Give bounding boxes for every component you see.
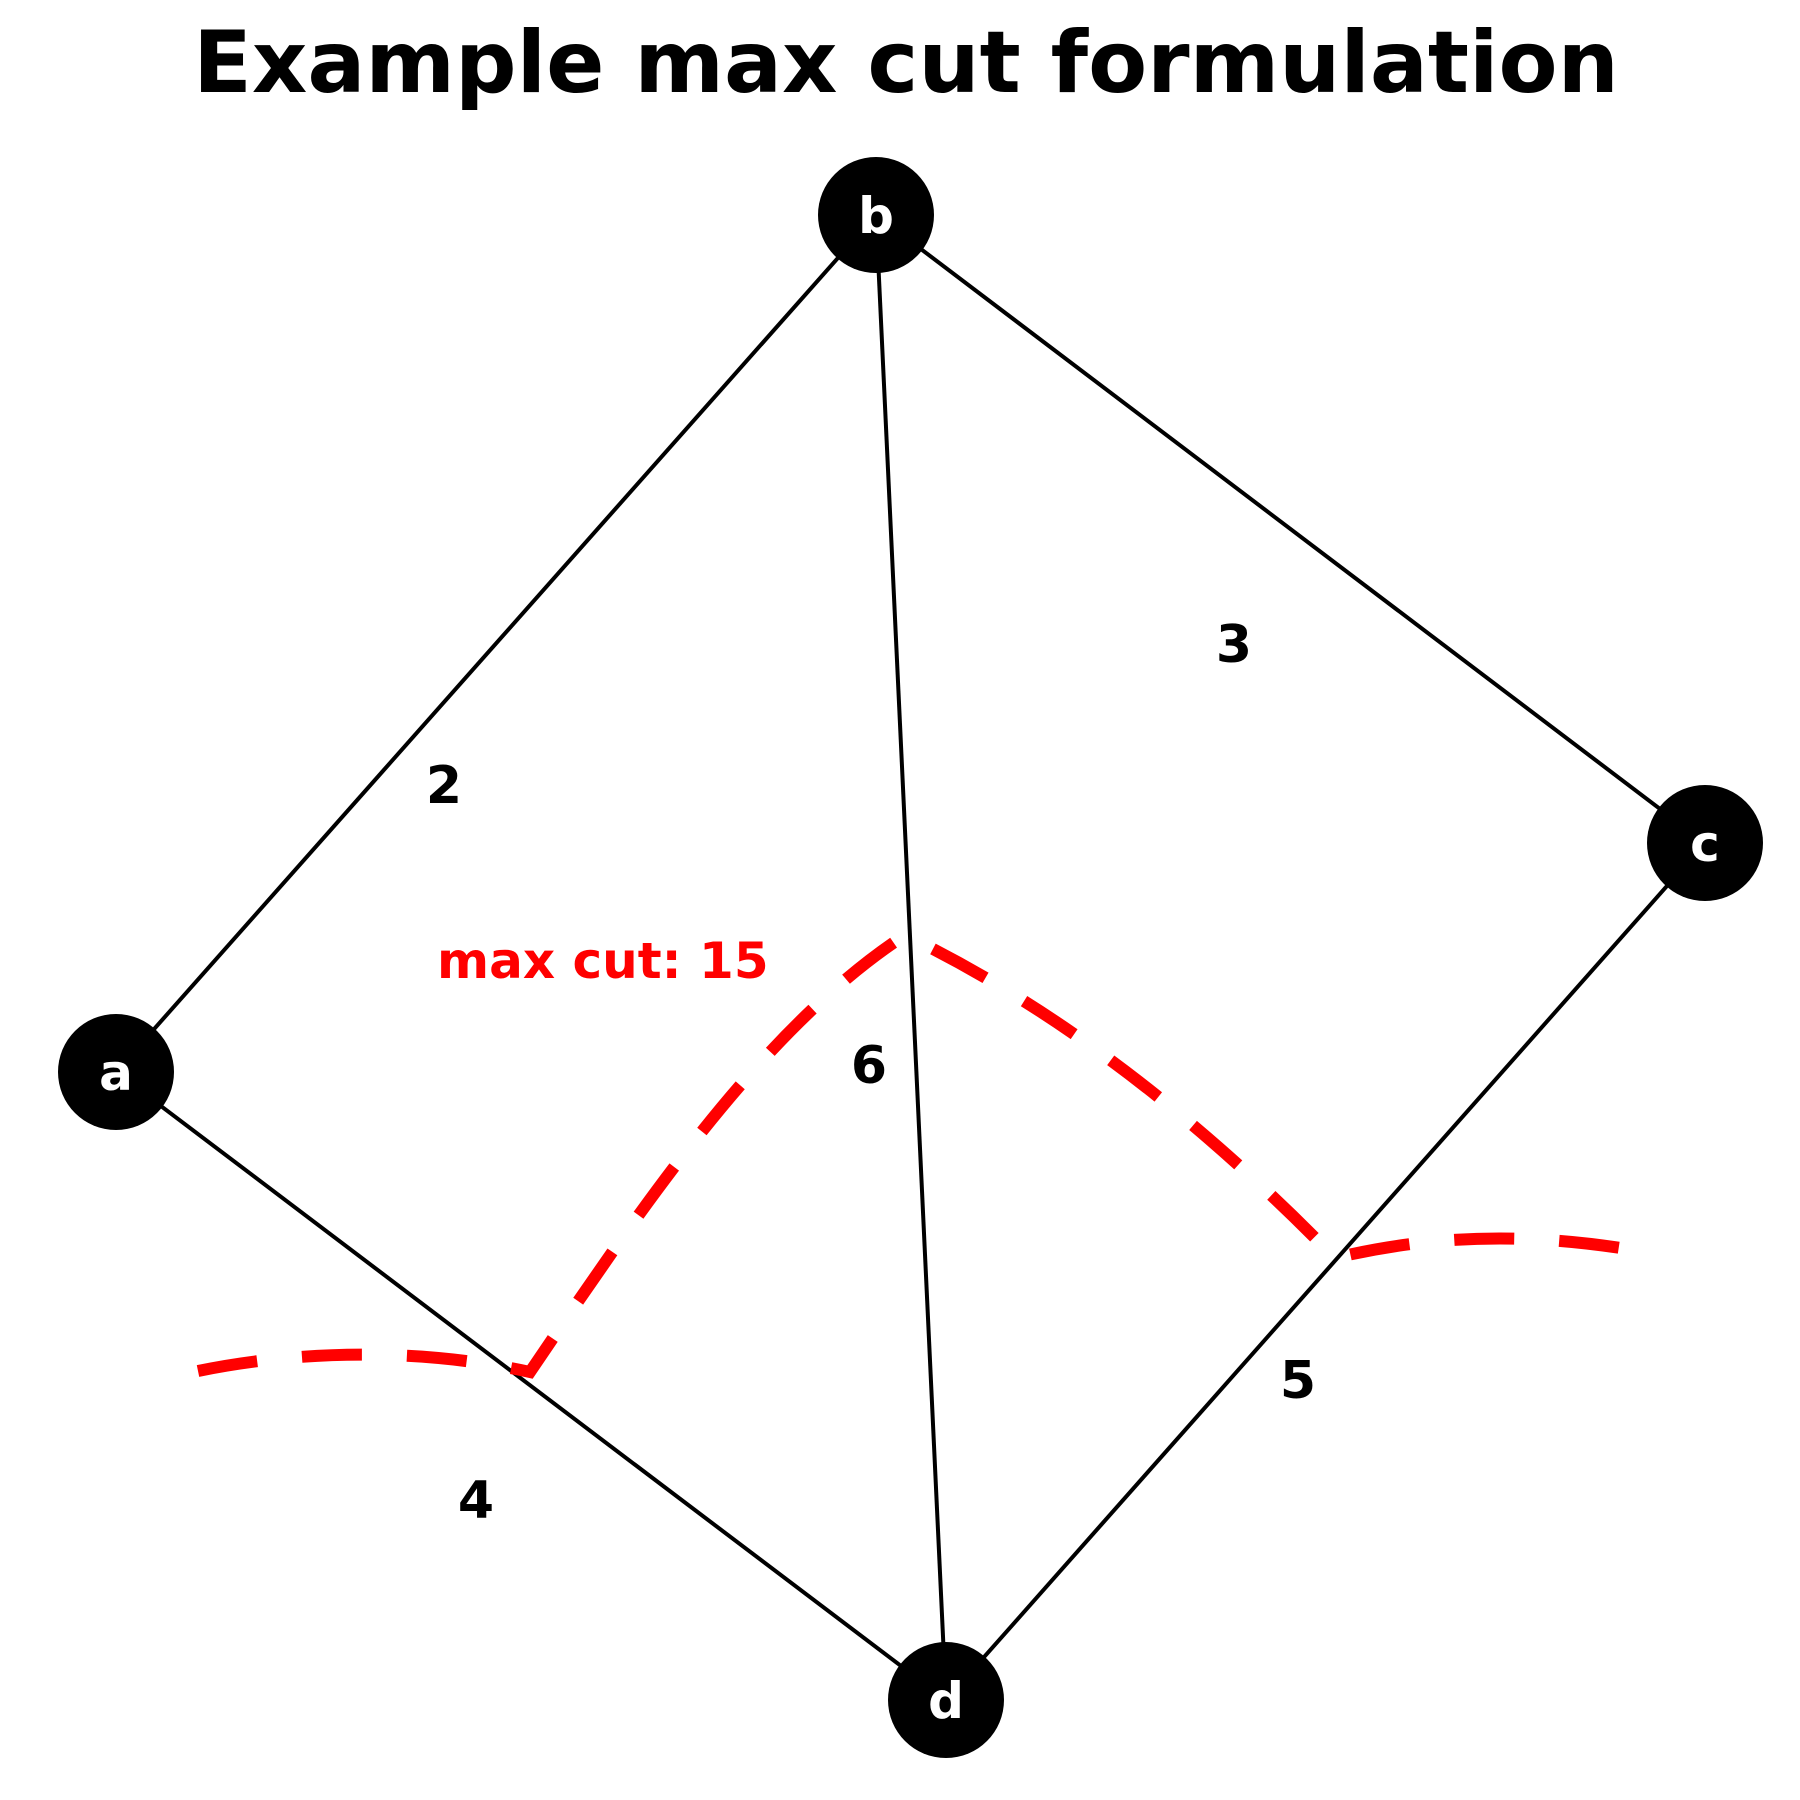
edge-b-d: [874, 214, 948, 1701]
node-b-label: b: [858, 187, 894, 245]
edge-c-d: [944, 841, 1707, 1702]
node-c-circle: [1647, 785, 1763, 901]
node-b: b: [818, 157, 934, 273]
node-a-circle: [58, 1014, 174, 1130]
node-c: c: [1647, 785, 1763, 901]
node-b-circle: [818, 157, 934, 273]
edge-weight-b-c: 3: [1216, 615, 1252, 675]
edge-weight-c-d: 5: [1280, 1351, 1316, 1411]
diagram-title: Example max cut formulation: [193, 13, 1619, 113]
node-d-circle: [888, 1642, 1004, 1758]
edge-a-d: [114, 1070, 948, 1702]
node-a: a: [58, 1014, 174, 1130]
node-a-label: a: [99, 1044, 133, 1102]
edges: [114, 213, 1707, 1702]
node-d: d: [888, 1642, 1004, 1758]
node-d-label: d: [928, 1672, 964, 1730]
edge-weights: 2 3 6 4 5: [426, 615, 1316, 1531]
edge-a-b: [114, 213, 878, 1074]
max-cut-label: max cut: 15: [437, 932, 769, 990]
edge-weight-a-b: 2: [426, 756, 462, 816]
edge-weight-b-d: 6: [851, 1036, 887, 1096]
node-c-label: c: [1690, 815, 1720, 873]
edge-b-c: [874, 213, 1707, 845]
edge-weight-a-d: 4: [458, 1471, 494, 1531]
max-cut-curve: [196, 928, 1662, 1379]
